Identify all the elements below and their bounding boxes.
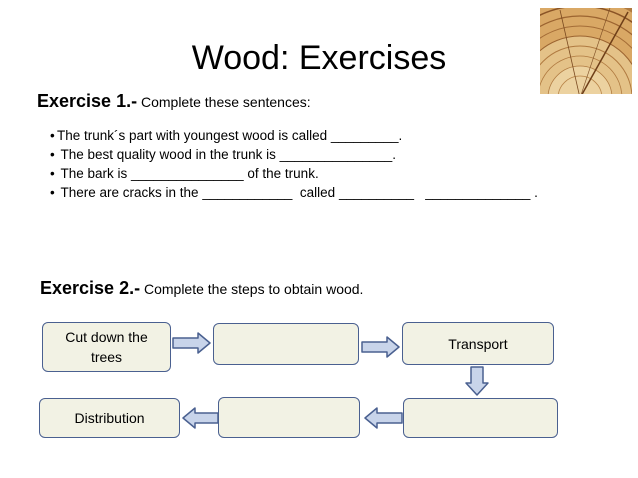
step-cut-down-trees-label: Cut down the trees [65, 329, 148, 365]
step-blank-box-2 [218, 397, 360, 438]
bullet-icon: • [50, 128, 55, 143]
sentence-text: The bark is _______________ of the trunk… [57, 166, 319, 181]
sentence-item: • The bark is _______________ of the tru… [50, 164, 538, 183]
exercise-1-heading: Exercise 1.- Complete these sentences: [37, 91, 311, 112]
sentence-item: •The trunk´s part with youngest wood is … [50, 126, 538, 145]
exercise-1-label: Exercise 1.- [37, 91, 138, 111]
exercise-1-sentences: •The trunk´s part with youngest wood is … [50, 126, 538, 202]
sentence-text: The best quality wood in the trunk is __… [57, 147, 397, 162]
arrow-right-icon [361, 336, 400, 358]
bullet-icon: • [50, 147, 55, 162]
exercise-2-instruction: Complete the steps to obtain wood. [140, 281, 364, 297]
step-blank-box-1 [213, 323, 359, 365]
step-cut-down-trees-box: Cut down the trees [42, 322, 171, 372]
exercise-2-label: Exercise 2.- [40, 278, 141, 298]
sentence-text: There are cracks in the ____________ cal… [57, 185, 538, 200]
step-transport-box: Transport [402, 322, 554, 365]
arrow-left-icon [182, 407, 219, 429]
step-distribution-label: Distribution [74, 410, 145, 426]
step-transport-label: Transport [448, 335, 508, 352]
arrow-left-icon [364, 407, 403, 429]
sentence-item: • The best quality wood in the trunk is … [50, 145, 538, 164]
sentence-item: • There are cracks in the ____________ c… [50, 183, 538, 202]
bullet-icon: • [50, 185, 55, 200]
wood-cross-section-image [540, 8, 632, 94]
step-blank-box-3 [403, 398, 558, 438]
bullet-icon: • [50, 166, 55, 181]
sentence-text: The trunk´s part with youngest wood is c… [57, 128, 403, 143]
arrow-down-icon [465, 366, 489, 396]
exercise-2-heading: Exercise 2.- Complete the steps to obtai… [40, 278, 363, 299]
exercise-1-instruction: Complete these sentences: [137, 94, 311, 110]
slide-title: Wood: Exercises [191, 39, 447, 77]
arrow-right-icon [172, 332, 211, 354]
step-distribution-box: Distribution [39, 398, 180, 438]
